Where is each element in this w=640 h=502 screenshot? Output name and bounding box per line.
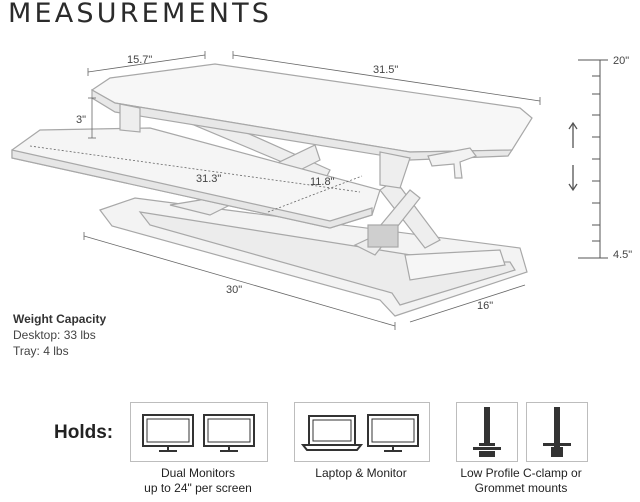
dim-base-depth: 16": [477, 300, 494, 312]
caption-line: Laptop & Monitor: [315, 466, 407, 480]
holds-caption-dual: Dual Monitors up to 24" per screen: [130, 466, 266, 496]
release-handle: [427, 147, 477, 179]
dim-tray-width: 31.3": [196, 173, 222, 185]
dim-height-min: 3": [76, 114, 87, 126]
laptop-monitor-box: [294, 402, 430, 462]
caption-line: Grommet mounts: [474, 481, 568, 495]
dim-width-top: 31.5": [373, 64, 399, 76]
holds-label: Holds:: [54, 422, 114, 443]
down-arrow-icon: [568, 165, 578, 192]
grommet-box: [526, 402, 588, 462]
page-title: MEASUREMENTS: [8, 0, 273, 29]
laptop-monitor-icon: [300, 414, 419, 452]
c-clamp-icon: [473, 407, 501, 457]
weight-capacity: Weight Capacity Desktop: 33 lbs Tray: 4 …: [13, 311, 106, 359]
dim-base-width: 30": [226, 284, 243, 296]
capacity-heading: Weight Capacity: [13, 312, 107, 326]
up-arrow-icon: [568, 121, 578, 148]
capacity-desktop: Desktop: 33 lbs: [13, 328, 96, 342]
holds-caption-clamp: Low Profile C-clamp or Grommet mounts: [446, 466, 596, 496]
caption-line: Low Profile C-clamp or: [460, 466, 582, 480]
desk-base: [99, 197, 528, 317]
dimension-lines: [29, 51, 541, 330]
height-scale: [578, 59, 608, 259]
dim-tray-depth: 11.8": [310, 176, 335, 188]
caption-line: up to 24" per screen: [144, 481, 252, 495]
grommet-icon: [543, 407, 571, 457]
c-clamp-box: [456, 402, 518, 462]
dim-scale-top: 20": [613, 55, 630, 67]
dim-scale-bottom: 4.5": [613, 249, 633, 261]
holds-caption-laptop: Laptop & Monitor: [294, 466, 428, 481]
standing-desk-illustration: [11, 51, 608, 330]
dual-monitor-icon: [142, 414, 255, 452]
dim-depth-top: 15.7": [127, 54, 153, 66]
caption-line: Dual Monitors: [160, 466, 236, 480]
keyboard-tray: [11, 127, 381, 229]
capacity-tray: Tray: 4 lbs: [13, 344, 69, 358]
dual-monitor-box: [130, 402, 268, 462]
